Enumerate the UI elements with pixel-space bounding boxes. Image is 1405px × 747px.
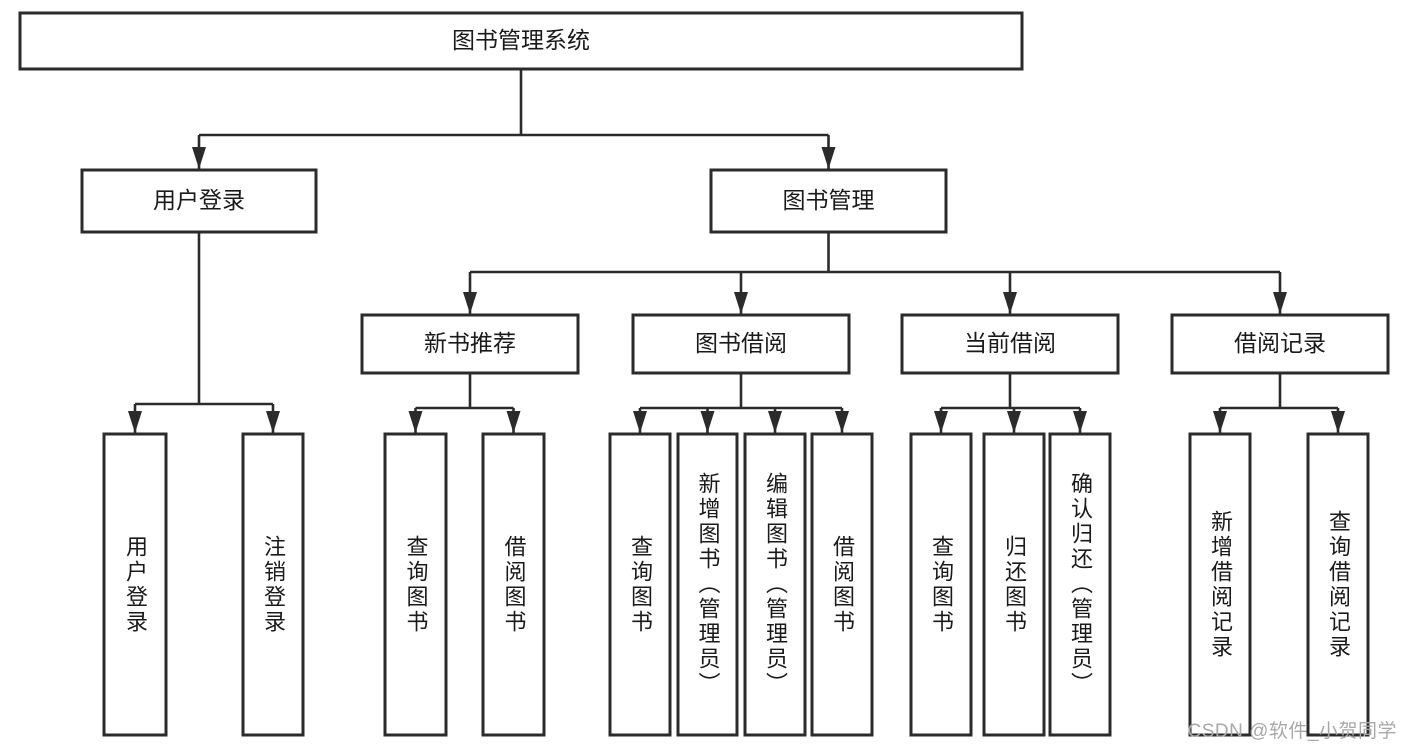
level2-node-1-label: 图书管理 <box>783 187 875 213</box>
leaf-node-box-3[interactable] <box>481 432 546 737</box>
arrowhead-icon <box>1273 292 1287 314</box>
arrowhead-icon <box>934 411 948 433</box>
level2-node-0-label: 用户登录 <box>153 187 245 213</box>
level3-node-3-box[interactable] <box>1170 313 1390 375</box>
leaf-node-box-10[interactable] <box>1048 432 1112 737</box>
root-node-box[interactable] <box>18 11 1024 71</box>
arrowhead-icon <box>128 411 142 433</box>
leaf-node-box-9[interactable] <box>982 432 1046 737</box>
leaf-node-box-8[interactable] <box>909 432 973 737</box>
arrowhead-icon <box>1073 411 1087 433</box>
arrowhead-icon <box>734 292 748 314</box>
leaf-node-box-7[interactable] <box>810 432 874 737</box>
arrowhead-icon <box>266 411 280 433</box>
leaf-node-box-0[interactable] <box>102 432 168 737</box>
arrowhead-icon <box>1213 411 1227 433</box>
arrowhead-icon <box>192 147 206 169</box>
arrowhead-icon <box>633 411 647 433</box>
leaf-node-box-12[interactable] <box>1306 432 1370 737</box>
arrowhead-icon <box>1003 292 1017 314</box>
boxes-layer <box>18 11 1390 737</box>
leaf-node-box-5[interactable] <box>676 432 739 737</box>
level3-node-0-box[interactable] <box>360 313 580 375</box>
arrowhead-icon <box>1007 411 1021 433</box>
arrowhead-icon <box>408 411 423 433</box>
leaf-node-box-6[interactable] <box>743 432 807 737</box>
level2-node-1-box[interactable] <box>709 168 948 234</box>
arrowhead-icon <box>768 411 782 433</box>
leaf-node-box-11[interactable] <box>1188 432 1252 737</box>
arrowhead-icon <box>506 411 521 433</box>
leaf-node-box-1[interactable] <box>241 432 305 737</box>
level3-node-0-label: 新书推荐 <box>424 330 516 356</box>
watermark-text: CSDN @软件_小贺同学 <box>1187 721 1397 742</box>
level2-node-0-box[interactable] <box>80 168 318 234</box>
level3-node-2-label: 当前借阅 <box>964 330 1056 356</box>
arrowhead-icon <box>463 292 477 314</box>
leaf-node-box-2[interactable] <box>383 432 448 737</box>
arrowhead-icon <box>835 411 849 433</box>
root-node-label: 图书管理系统 <box>452 27 590 53</box>
level3-node-3-label: 借阅记录 <box>1234 330 1326 356</box>
level3-node-2-box[interactable] <box>900 313 1120 375</box>
level3-node-1-label: 图书借阅 <box>695 330 787 356</box>
connectors-layer <box>128 69 1345 433</box>
level3-node-1-box[interactable] <box>631 313 851 375</box>
arrowhead-icon <box>1331 411 1345 433</box>
arrowhead-icon <box>700 411 715 433</box>
leaf-node-box-4[interactable] <box>608 432 672 737</box>
arrowhead-icon <box>821 147 836 169</box>
